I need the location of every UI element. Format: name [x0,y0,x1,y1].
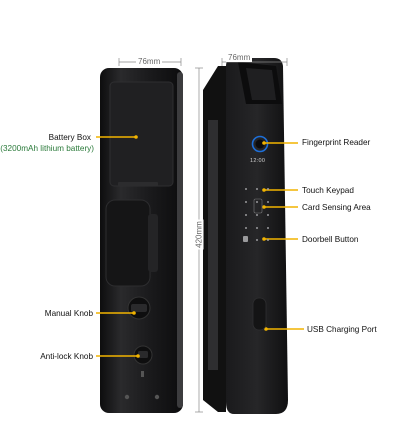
leader-lines [96,136,304,357]
front-lock-side [208,120,218,370]
camera-window [246,68,276,100]
anti-lock-knob-grip [138,351,148,358]
manual-knob-label: Manual Knob [44,309,93,318]
front-lock-unit [203,58,288,414]
fingerprint-sensor [255,139,265,149]
touch-keypad [245,188,269,229]
height-label: 420mm [194,219,204,250]
doorbell-button-label: Doorbell Button [302,235,359,244]
usb-charging-port [252,297,267,331]
anti-lock-knob-label: Anti-lock Knob [40,352,93,361]
anti-lock-indicator [141,371,144,377]
battery-box-latch [118,182,158,186]
battery-box-label: Battery Box [48,133,91,142]
keypad-bottom-row [243,236,269,242]
back-screw-left [124,394,130,400]
card-sensing-area [253,198,263,214]
front-lock-face [226,58,288,414]
card-sensing-area-label: Card Sensing Area [302,203,371,212]
front-width-label: 76mm [226,53,253,62]
inner-handle-neck [148,214,158,272]
battery-spec-label: (3200mAh lithium battery) [0,144,94,153]
doorbell-icon [243,236,248,242]
manual-knob-grip [131,304,147,312]
fingerprint-ring [251,135,269,153]
back-width-label: 76mm [136,57,163,66]
leader-dots [132,135,268,358]
back-lock-edge [177,72,183,408]
touch-keypad-label: Touch Keypad [302,186,354,195]
fingerprint-reader-label: Fingerprint Reader [302,138,371,147]
back-screw-right [154,394,160,400]
usb-charging-port-label: USB Charging Port [307,325,377,334]
front-display-time: 12:00 [250,158,266,164]
